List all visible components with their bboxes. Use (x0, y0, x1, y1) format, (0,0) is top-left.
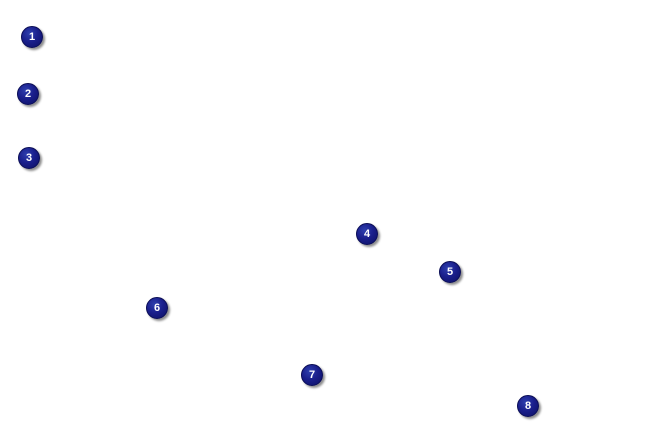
callout-marker-1[interactable]: 1 (21, 26, 43, 48)
callout-marker-label: 7 (308, 369, 316, 381)
callout-marker-2[interactable]: 2 (17, 83, 39, 105)
callout-marker-4[interactable]: 4 (356, 223, 378, 245)
callout-marker-label: 6 (153, 302, 161, 314)
callout-marker-8[interactable]: 8 (517, 395, 539, 417)
callout-marker-5[interactable]: 5 (439, 261, 461, 283)
callout-marker-label: 3 (25, 152, 33, 164)
callout-marker-label: 1 (28, 31, 36, 43)
callout-marker-label: 5 (446, 266, 454, 278)
callout-marker-6[interactable]: 6 (146, 297, 168, 319)
callout-marker-label: 2 (24, 88, 32, 100)
callout-marker-label: 8 (524, 400, 532, 412)
callout-marker-7[interactable]: 7 (301, 364, 323, 386)
callout-marker-3[interactable]: 3 (18, 147, 40, 169)
callout-marker-label: 4 (363, 228, 371, 240)
